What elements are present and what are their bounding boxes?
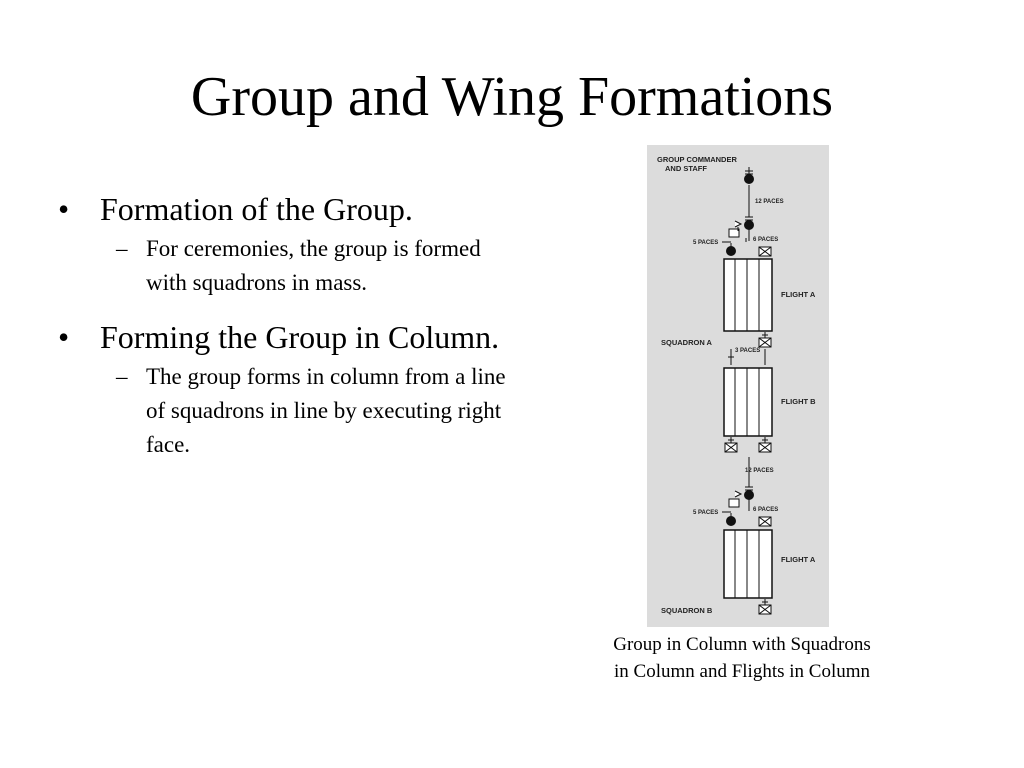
diagram-label: AND STAFF (665, 164, 707, 173)
bullet-item: • Formation of the Group. (58, 190, 518, 228)
diagram-label: 12 PACES (755, 199, 784, 205)
sub-bullet-item: – For ceremonies, the group is formed wi… (58, 232, 518, 300)
diagram-label: FLIGHT A (781, 555, 816, 564)
diagram-label: GROUP COMMANDER (657, 155, 737, 164)
sub-bullet-text: For ceremonies, the group is formed with… (146, 236, 481, 295)
diagram-label: FLIGHT A (781, 290, 816, 299)
bullet-text: Formation of the Group. (100, 191, 413, 227)
diagram-caption: Group in Column with Squadrons in Column… (613, 634, 871, 682)
diagram-label: 6 PACES (753, 237, 778, 243)
bullet-mark: • (58, 191, 70, 227)
bullet-list: • Formation of the Group. – For ceremoni… (58, 190, 518, 462)
diagram-label: 5 PACES (693, 510, 718, 516)
diagram-label: 12 PACES (745, 468, 774, 474)
bullet-item: • Forming the Group in Column. (58, 318, 518, 356)
diagram-label: 6 PACES (753, 507, 778, 513)
diagram-label: SQUADRON A (661, 338, 713, 347)
bullet-text: Forming the Group in Column. (100, 319, 500, 355)
bullet-mark: • (58, 319, 70, 355)
diagram-label: 3 PACES (735, 348, 760, 354)
sub-bullet-mark: – (116, 236, 128, 261)
diagram-label: FLIGHT B (781, 397, 816, 406)
sub-bullet-item: – The group forms in column from a line … (58, 360, 518, 462)
sub-bullet-text: The group forms in column from a line of… (146, 364, 506, 457)
formation-diagram: GROUP COMMANDER AND STAFF 12 PACES 5 PAC… (647, 145, 829, 627)
diagram-label: SQUADRON B (661, 606, 713, 615)
slide-title: Group and Wing Formations (190, 66, 834, 128)
diagram-label: 5 PACES (693, 240, 718, 246)
sub-bullet-mark: – (116, 364, 128, 389)
